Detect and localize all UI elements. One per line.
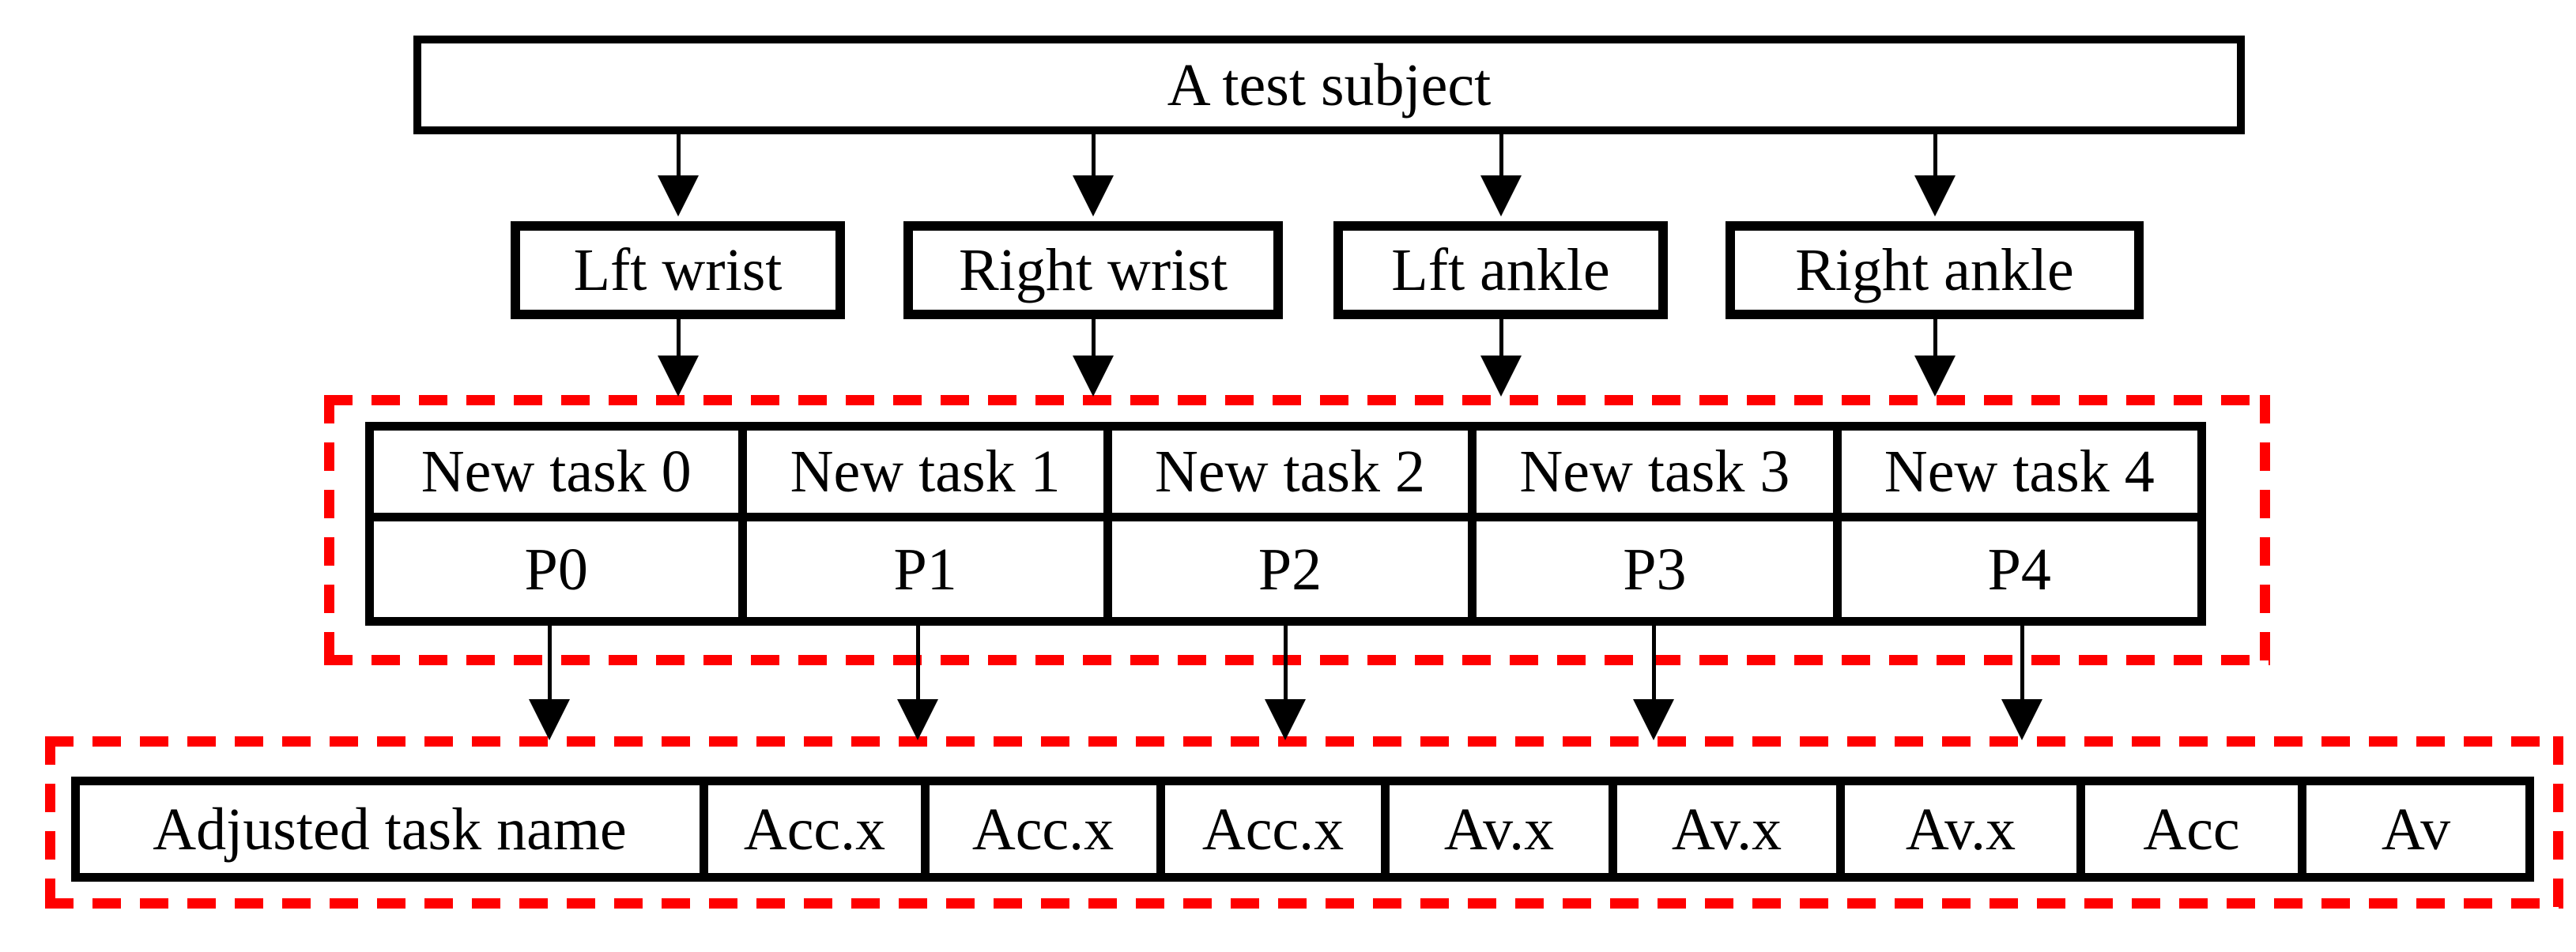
arrowhead-down-icon xyxy=(658,356,699,397)
output-cell-adjusted-task-name: Adjusted task name xyxy=(71,777,708,882)
dashed-border-left xyxy=(45,736,55,909)
arrowhead-down-icon xyxy=(1073,356,1114,397)
arrow-line xyxy=(677,134,681,182)
arrow-line xyxy=(1933,134,1937,182)
dashed-border-top xyxy=(45,736,2563,747)
arrow-line xyxy=(1652,626,1656,705)
dashed-border-right xyxy=(2260,395,2270,665)
arrow-line xyxy=(548,626,552,705)
pipeline-cell: P2 xyxy=(1103,521,1468,617)
task-header-cell: New task 1 xyxy=(738,431,1103,521)
output-cell-av-x: Av.x xyxy=(1609,777,1845,882)
output-record-row: Adjusted task name Acc.x Acc.x Acc.x Av.… xyxy=(71,777,2534,882)
dashed-border-bottom xyxy=(324,655,2270,665)
output-cell-av-x: Av.x xyxy=(1836,777,2085,882)
arrow-line xyxy=(1499,319,1503,362)
arrowhead-down-icon xyxy=(1480,356,1522,397)
sensor-node-lft-ankle: Lft ankle xyxy=(1333,221,1668,319)
task-header-cell: New task 4 xyxy=(1832,431,2197,521)
arrowhead-down-icon xyxy=(897,699,938,740)
arrowhead-down-icon xyxy=(1633,699,1674,740)
arrowhead-down-icon xyxy=(1480,175,1522,216)
arrow-line xyxy=(1284,626,1288,705)
pipeline-cell: P3 xyxy=(1468,521,1832,617)
arrowhead-down-icon xyxy=(529,699,570,740)
dashed-border-right xyxy=(2553,736,2563,909)
arrowhead-down-icon xyxy=(1914,175,1956,216)
arrow-line xyxy=(1933,319,1937,362)
arrow-line xyxy=(677,319,681,362)
dashed-border-bottom xyxy=(45,898,2563,909)
output-cell-av: Av xyxy=(2298,777,2534,882)
task-header-cell: New task 0 xyxy=(374,431,739,521)
sensor-node-right-wrist: Right wrist xyxy=(903,221,1283,319)
arrowhead-down-icon xyxy=(2001,699,2042,740)
arrow-line xyxy=(1092,134,1096,182)
arrow-line xyxy=(2020,626,2024,705)
output-cell-acc: Acc xyxy=(2076,777,2306,882)
sensor-node-right-ankle: Right ankle xyxy=(1726,221,2144,319)
root-node-test-subject: A test subject xyxy=(413,36,2245,134)
arrowhead-down-icon xyxy=(1265,699,1306,740)
sensor-node-lft-wrist: Lft wrist xyxy=(511,221,845,319)
pipeline-cell: P1 xyxy=(738,521,1103,617)
output-cell-acc-x: Acc.x xyxy=(1156,777,1390,882)
pipeline-cell: P0 xyxy=(524,536,588,603)
output-cell-acc-x: Acc.x xyxy=(921,777,1165,882)
output-cell-acc-x: Acc.x xyxy=(700,777,930,882)
arrowhead-down-icon xyxy=(1073,175,1114,216)
task-header-cell: New task 2 xyxy=(1103,431,1469,521)
pipeline-cell: P4 xyxy=(1832,521,2197,617)
arrow-line xyxy=(1499,134,1503,182)
arrow-line xyxy=(916,626,920,705)
task-header-cell: New task 3 xyxy=(1468,431,1833,521)
output-cell-av-x: Av.x xyxy=(1381,777,1617,882)
tasks-table: New task 0 New task 1 New task 2 New tas… xyxy=(365,422,2206,626)
arrow-line xyxy=(1092,319,1096,362)
arrowhead-down-icon xyxy=(1914,356,1956,397)
dashed-border-top xyxy=(324,395,2270,405)
dashed-border-left xyxy=(324,395,334,665)
arrowhead-down-icon xyxy=(658,175,699,216)
